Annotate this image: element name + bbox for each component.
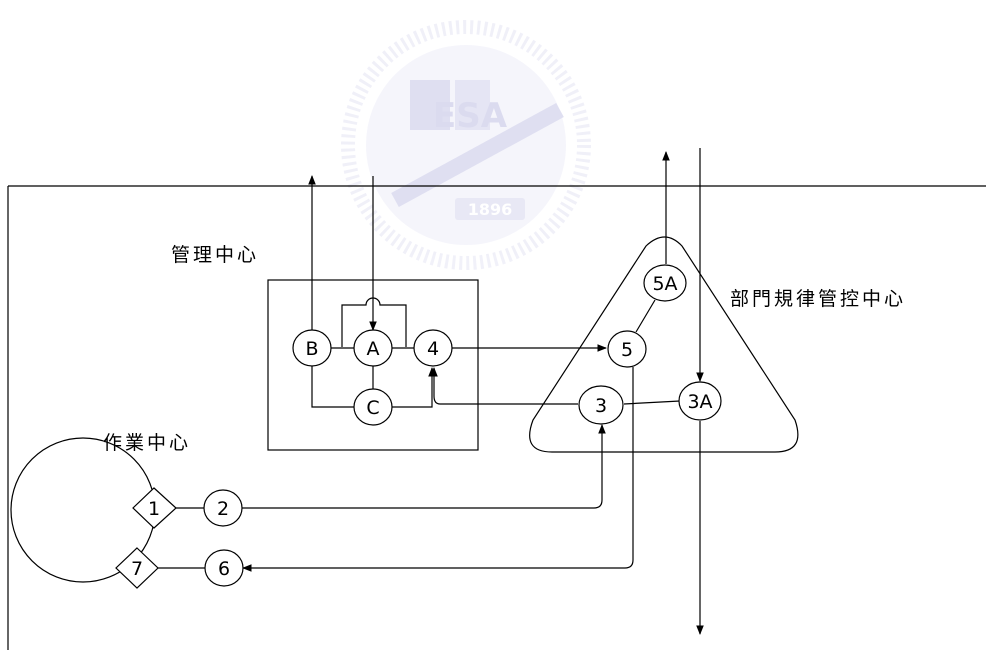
line-b-c [312,366,355,407]
node-7-diamond: 7 [116,548,158,588]
node-4: 4 [414,330,452,366]
node-2: 2 [204,490,242,526]
outer-frame [8,186,986,650]
watermark-logo: ESA 1896 [348,27,584,263]
operations-center-label: 作業中心 [103,432,191,454]
logo-text: ESA [433,96,508,136]
node-b-label: B [305,338,318,360]
node-7-label: 7 [131,558,143,580]
arrow-5-to-6 [243,367,633,568]
node-1-label: 1 [148,498,160,520]
node-3-label: 3 [595,395,607,417]
node-b: B [293,330,331,366]
node-a: A [354,330,392,366]
node-3a-label: 3A [687,391,712,413]
arrow-2-to-3 [242,425,602,508]
management-center-label: 管理中心 [171,244,259,266]
node-5-label: 5 [621,339,633,361]
node-5a-label: 5A [652,273,677,295]
node-3: 3 [579,386,623,424]
node-4-label: 4 [427,338,439,360]
node-a-label: A [367,338,380,360]
node-5a: 5A [644,265,686,301]
node-6: 6 [205,550,243,586]
node-c-label: C [366,397,379,419]
node-1-diamond: 1 [133,488,176,528]
arrow-c-to-4 [391,368,432,407]
department-control-center-label: 部門規律管控中心 [730,288,906,310]
line-5-5a [636,300,655,332]
node-6-label: 6 [218,558,230,580]
node-3a: 3A [679,382,721,420]
node-c: C [354,389,392,425]
node-2-label: 2 [217,498,229,520]
logo-year: 1896 [468,200,513,219]
arrow-3-to-4 [434,368,578,404]
node-5: 5 [608,331,646,367]
